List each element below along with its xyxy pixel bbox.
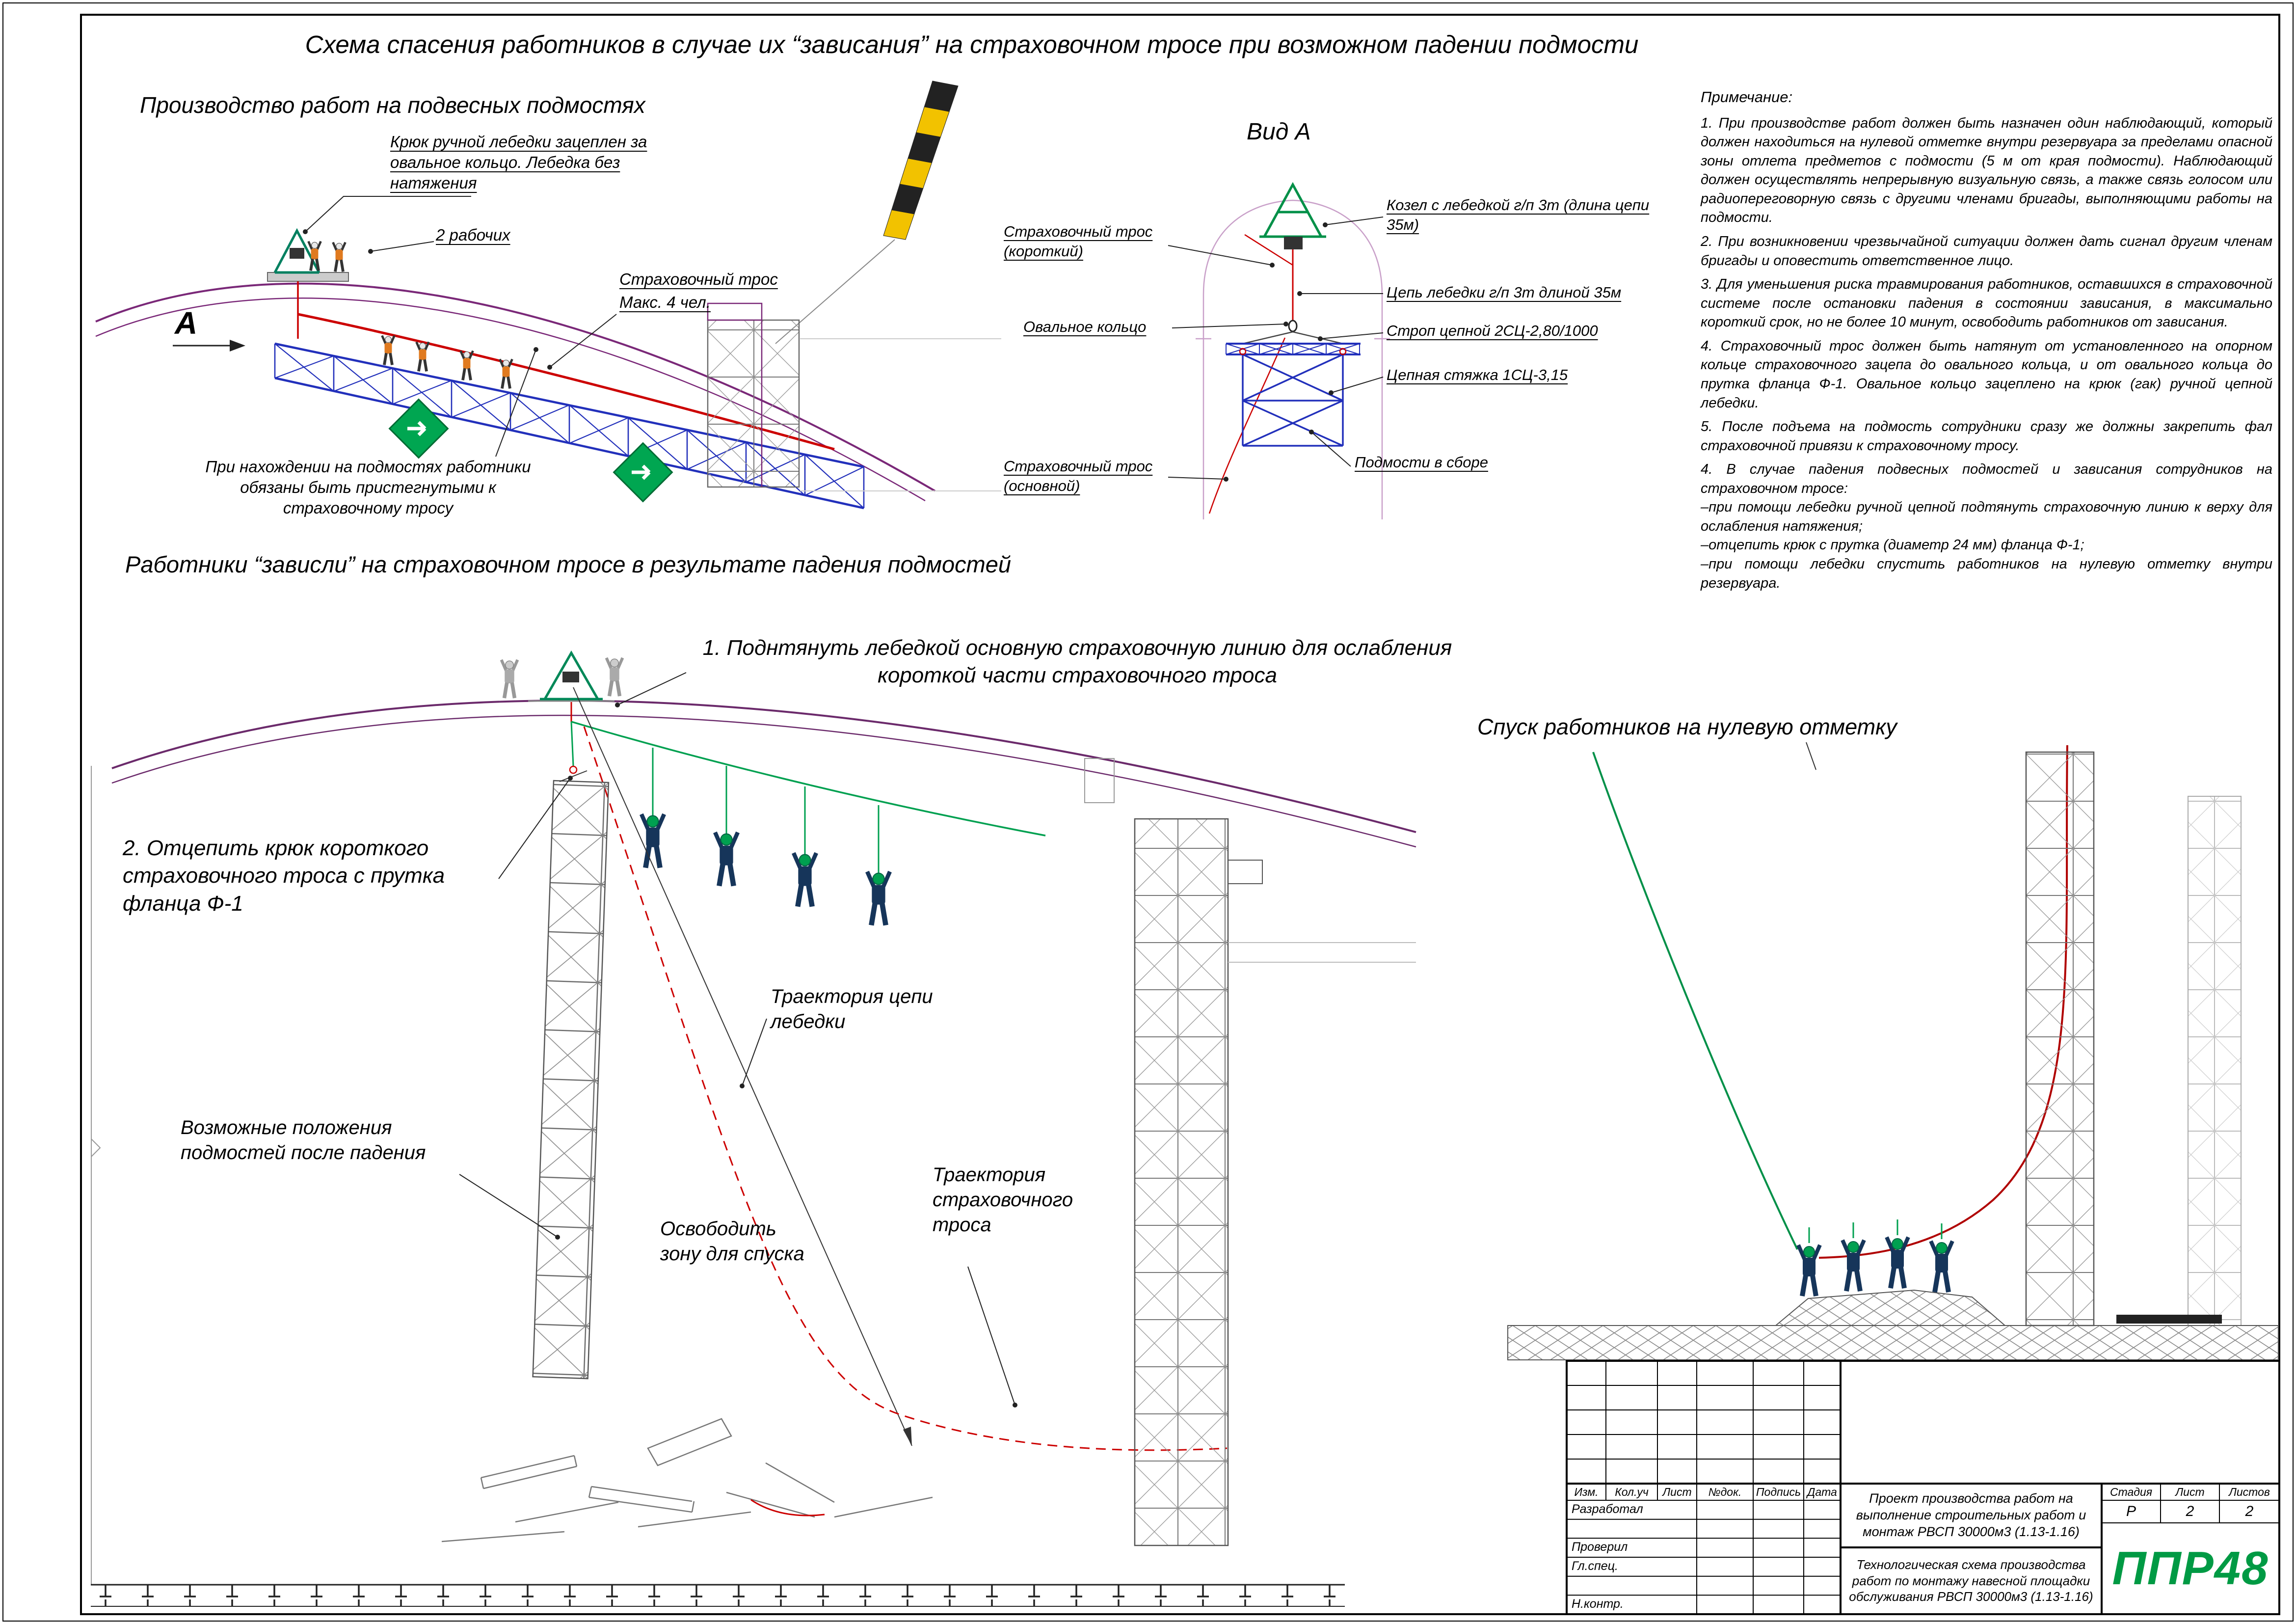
tb-role-developer: Разработал	[1572, 1502, 1643, 1516]
tb-doc-title: Технологическая схема производства работ…	[1849, 1557, 2093, 1604]
tb-role-checker: Проверил	[1572, 1540, 1628, 1554]
notes-block: Примечание: 1. При производстве работ до…	[1701, 87, 2272, 597]
scene1-attach-note: При нахождении на подмостях работники об…	[205, 458, 531, 517]
workers-scene3	[1798, 1237, 1952, 1296]
scene2-leaders	[459, 672, 1017, 1407]
hanging-workers	[641, 814, 890, 925]
viewA-leaders	[1168, 217, 1384, 482]
scene1-two-workers-label: 2 рабочих	[436, 226, 510, 244]
tb-role-ncontrol: Н.контр.	[1572, 1597, 1624, 1611]
tb-stage-value: Р	[2126, 1503, 2136, 1520]
exit-sign-icon	[388, 398, 449, 459]
viewA-trestle-label: Козел с лебедкой г/п 3т (длина цепи 35м)	[1387, 196, 1650, 233]
scene2-free-zone-label: Освободить зону для спуска	[660, 1218, 804, 1265]
note-item: 5. После подъема на подмость сотрудники …	[1701, 419, 2272, 454]
scene3-title: Спуск работников на нулевую отметку	[1477, 714, 1897, 739]
note-item: 4. В случае падения подвесных подмостей …	[1701, 461, 2272, 591]
main-title: Схема спасения работников в случае их “з…	[305, 30, 1639, 58]
scene1-rope-label: Страховочный трос	[619, 270, 778, 288]
tb-sheets-label: Листов	[2229, 1485, 2270, 1498]
notes-title: Примечание:	[1701, 88, 1793, 106]
scene1-view-marker: А	[175, 305, 198, 341]
scene1-title: Производство работ на подвесных подмостя…	[140, 92, 645, 118]
tb-project-name: Проект производства работ на выполнение …	[1856, 1491, 2086, 1539]
tb-col-ndok: №док.	[1708, 1485, 1742, 1498]
viewA-tie-label: Цепная стяжка 1СЦ-3,15	[1387, 366, 1568, 383]
exit-sign-icon	[613, 442, 673, 503]
tb-col-data: Дата	[1807, 1485, 1837, 1498]
viewA-scaffold	[1226, 343, 1361, 447]
titleblock-grid	[1566, 1360, 2280, 1615]
viewA-title: Вид А	[1247, 119, 1311, 145]
tb-stage-label: Стадия	[2109, 1485, 2153, 1498]
note-item: 2. При возникновении чрезвычайной ситуац…	[1701, 234, 2272, 269]
viewA-oval-ring-label: Овальное кольцо	[1023, 318, 1147, 335]
tb-sheet-label: Лист	[2175, 1485, 2205, 1498]
scene1-rope-max-label: Макс. 4 чел.	[619, 293, 711, 311]
scene2-rope-traj-label: Траектория страховочного троса	[933, 1164, 1073, 1236]
scene2-chain-traj-label: Траектория цепи лебедки	[771, 986, 933, 1033]
viewA-sling-label: Строп цепной 2СЦ-2,80/1000	[1387, 322, 1598, 339]
scene2-title: Работники “зависли” на страховочном трос…	[125, 551, 1012, 577]
scene1-drawing	[95, 81, 1001, 510]
note-item: 3. Для уменьшения риска травмирования ра…	[1701, 276, 2272, 330]
scene2-drawing	[91, 650, 1416, 1607]
viewA-scaffold-label: Подмости в сборе	[1355, 454, 1488, 471]
viewA-drawing	[1168, 182, 1390, 519]
tb-col-izm: Изм.	[1574, 1485, 1599, 1498]
workers-scene1	[308, 242, 512, 389]
note-item: 1. При производстве работ должен быть на…	[1701, 115, 2272, 226]
scene2-positions-label: Возможные положения подмостей после паде…	[181, 1117, 426, 1164]
scene2-step1: 1. Поднтянуть лебедкой основную страхово…	[702, 636, 1452, 688]
tb-role-chief: Гл.спец.	[1572, 1559, 1618, 1573]
tb-col-list: Лист	[1662, 1485, 1692, 1498]
scene1-leaders	[173, 196, 617, 457]
scene1-hook-note: Крюк ручной лебедки зацеплен за овальное…	[390, 133, 647, 192]
scene3-drawing	[1507, 742, 2279, 1360]
fallen-scaffold	[441, 1418, 933, 1543]
viewA-rope-main-label: Страховочный трос (основной)	[1004, 458, 1153, 494]
tb-col-podpis: Подпись	[1756, 1485, 1801, 1498]
viewA-rope-short-label: Страховочный трос (короткий)	[1004, 223, 1153, 260]
note-item: 4. Страховочный трос должен быть натянут…	[1701, 338, 2272, 411]
tb-col-koluch: Кол.уч	[1615, 1485, 1649, 1498]
tb-sheet-value: 2	[2186, 1503, 2194, 1520]
scene2-step2: 2. Отцепить крюк короткого страховочного…	[123, 836, 445, 916]
tb-sheets-value: 2	[2245, 1503, 2254, 1520]
crane-boom	[775, 81, 959, 344]
viewA-chain-label: Цепь лебедки г/п 3т длиной 35м	[1387, 284, 1622, 301]
tb-logo: ППР48	[2112, 1542, 2269, 1595]
